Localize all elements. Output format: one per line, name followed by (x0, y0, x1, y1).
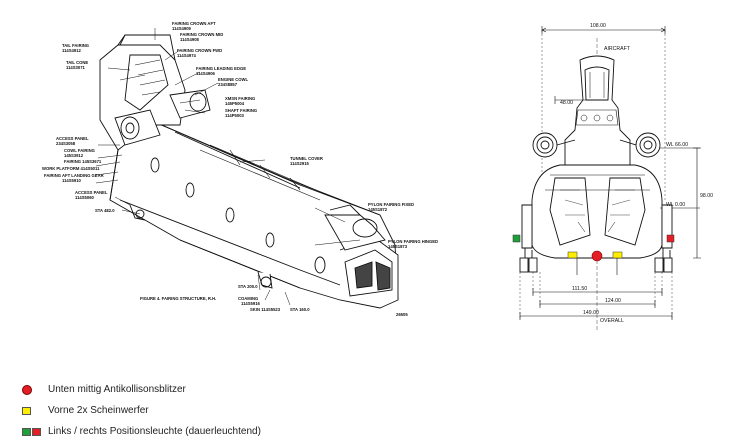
front-view-dimensions: 108.00 AIRCRAFT 48.00 WL 66.00 WL 0.00 9… (560, 23, 713, 324)
callout-num: 114S5916 (241, 301, 261, 306)
callout-name: PYLON FAIRING HINGED (388, 239, 438, 244)
callout-num: 114S3071 (66, 65, 86, 70)
callout-name: FAIRING CROWN MID (180, 32, 223, 37)
red-dot-icon (22, 385, 32, 395)
dim-bottom-1: 111.50 (572, 286, 587, 292)
wl-lower: WL 0.00 (666, 202, 685, 208)
callout-name: FAIRING AFT LANDING GEAR (44, 173, 104, 178)
legend-text: Links / rechts Positionsleuchte (dauerle… (48, 426, 261, 437)
callout-name: FAIRING LEADING EDGE (196, 66, 246, 71)
callout-num: 145P5004 (225, 101, 245, 106)
headlight-left (567, 251, 578, 259)
callout-name: SKIN (250, 307, 260, 312)
callout-name: TAIL FAIRING (62, 43, 89, 48)
callout-num: 114S4908 (180, 37, 200, 42)
helicopter-side-view (95, 28, 399, 309)
svg-text:SKIN 114S5523: SKIN 114S5523 (250, 307, 281, 312)
callout-num: 145S3671 (82, 159, 102, 164)
callout-name: FAIRING (64, 159, 81, 164)
legend-text: Vorne 2x Scheinwerfer (48, 405, 149, 416)
callout-num: 114S5523 (261, 307, 281, 312)
callout-num: 234S8857 (218, 82, 238, 87)
dim-width1: 48.00 (560, 100, 573, 106)
callout-num: 114S4974 (177, 53, 197, 58)
legend-row-headlights: Vorne 2x Scheinwerfer (22, 405, 422, 426)
callout-name: SHAFT FAIRING (225, 108, 257, 113)
callout-name: ACCESS PANEL (75, 190, 108, 195)
callout-name: PYLON FAIRING FIXED (368, 202, 414, 207)
callout-name: FAIRING CROWN AFT (172, 21, 216, 26)
svg-text:WORK PLATFORM 414S5011: WORK PLATFORM 414S5011 (42, 166, 100, 171)
figure-caption: FIGURE 4. FAIRING STRUCTURE, R.H. (140, 296, 216, 301)
callout-name: XMSN FAIRING (225, 96, 255, 101)
legend-row-anticollision: Unten mittig Antikollisonsblitzer (22, 384, 422, 405)
dim-height: 98.00 (700, 193, 713, 199)
headlight-right (612, 251, 623, 259)
dim-bottom-2: 124.00 (605, 298, 621, 304)
callout-num: 114P5003 (225, 113, 245, 118)
overall-label: OVERALL (600, 318, 624, 324)
legend-row-position-lights: Links / rechts Positionsleuchte (dauerle… (22, 426, 422, 447)
callout-name: WORK PLATFORM (42, 166, 80, 171)
callout-num: 145S3912 (64, 153, 84, 158)
callout-name: STA 200.0 (238, 284, 258, 289)
right-position-light (666, 234, 675, 243)
callout-num: 145S1873 (388, 244, 408, 249)
callout-name: COWL FAIRING (64, 148, 95, 153)
yellow-square-icon (22, 407, 31, 415)
legend-text: Unten mittig Antikollisonsblitzer (48, 384, 186, 395)
callout-num: 145S1872 (368, 207, 388, 212)
anticollision-light (591, 250, 603, 262)
callout-name: TUNNEL COVER (290, 156, 323, 161)
callout-num: 234S3058 (56, 141, 76, 146)
callout-name: ENGINE COWL (218, 77, 248, 82)
dim-top: 108.00 (590, 23, 606, 29)
aircraft-label: AIRCRAFT (604, 46, 631, 52)
callout-name: TAIL CONE (66, 60, 88, 65)
callout-num: 114S4906 (196, 71, 216, 76)
callout-name: FAIRING CROWN FWD (177, 48, 222, 53)
helicopter-front-view (519, 26, 701, 330)
red-square-icon (32, 428, 41, 436)
wl-upper: WL 66.00 (666, 142, 688, 148)
light-legend: Unten mittig Antikollisonsblitzer Vorne … (22, 384, 422, 447)
callout-num: 414S5011 (81, 166, 101, 171)
light-markers (512, 234, 675, 262)
callout-num: 114S5060 (75, 195, 95, 200)
callout-num: 114S4912 (62, 48, 82, 53)
callout-name: STA 160.0 (290, 307, 310, 312)
callout-num: 114S5910 (62, 178, 82, 183)
callout-num: 114S4909 (172, 26, 192, 31)
callout-name: COAMING (238, 296, 258, 301)
callout-num: 114S2915 (290, 161, 310, 166)
figure-number: 26505 (396, 312, 408, 317)
green-square-icon (22, 428, 31, 436)
left-position-light (512, 234, 521, 243)
dim-bottom-3: 149.00 (583, 310, 599, 316)
callout-name: ACCESS PANEL (56, 136, 89, 141)
svg-text:FAIRING 145S3671: FAIRING 145S3671 (64, 159, 102, 164)
callout-name: STA 482.0 (95, 208, 115, 213)
